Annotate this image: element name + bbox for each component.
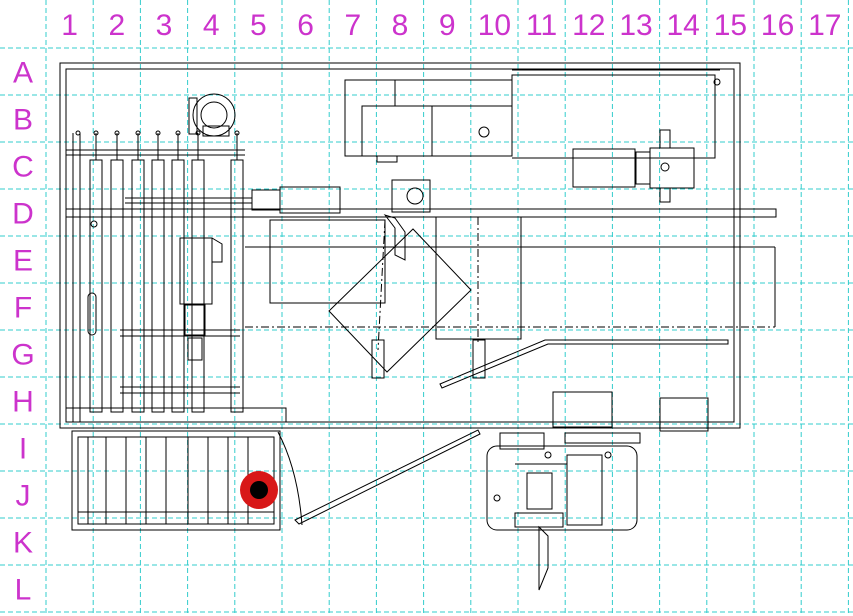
column-label: 3 — [156, 9, 173, 42]
machine-drawing — [59, 62, 777, 591]
cross-rails — [65, 208, 777, 328]
column-label: 16 — [761, 9, 794, 42]
top-motor — [188, 93, 236, 137]
right-gearbox — [572, 129, 695, 203]
row-label: C — [12, 151, 34, 184]
column-label: 7 — [344, 9, 361, 42]
row-label: L — [15, 574, 32, 607]
rotated-plate — [328, 219, 472, 379]
column-label: 12 — [572, 9, 605, 42]
row-label: H — [12, 386, 34, 419]
right-plate — [435, 216, 522, 379]
roller-bank — [65, 130, 287, 423]
row-label: K — [13, 527, 33, 560]
row-label: I — [19, 433, 27, 466]
column-label: 11 — [526, 9, 557, 42]
row-label: D — [12, 198, 34, 231]
guide-arms — [277, 339, 729, 526]
row-label: B — [13, 104, 33, 137]
column-label: 8 — [392, 9, 409, 42]
center-head — [383, 179, 431, 261]
column-label: 9 — [439, 9, 456, 42]
main-frame — [59, 62, 741, 429]
top-center-unit — [344, 69, 721, 163]
column-label: 4 — [203, 9, 220, 42]
column-label: 1 — [61, 9, 78, 42]
column-label: 2 — [108, 9, 125, 42]
column-label: 13 — [619, 9, 652, 42]
row-label: E — [13, 245, 33, 278]
drive-unit — [240, 186, 341, 214]
column-label: 10 — [478, 9, 511, 42]
column-label: 14 — [667, 9, 700, 42]
row-label: J — [16, 480, 31, 513]
red-marker — [240, 471, 278, 509]
column-label: 17 — [808, 9, 841, 42]
vertical-actuator — [179, 237, 223, 361]
column-label: 15 — [714, 9, 747, 42]
column-label: 5 — [250, 9, 267, 42]
column-label: 6 — [297, 9, 314, 42]
row-label: A — [13, 57, 33, 90]
row-label: F — [14, 292, 32, 325]
lower-motor-assembly — [486, 432, 641, 591]
right-boxes — [552, 391, 709, 432]
row-label: G — [11, 339, 34, 372]
